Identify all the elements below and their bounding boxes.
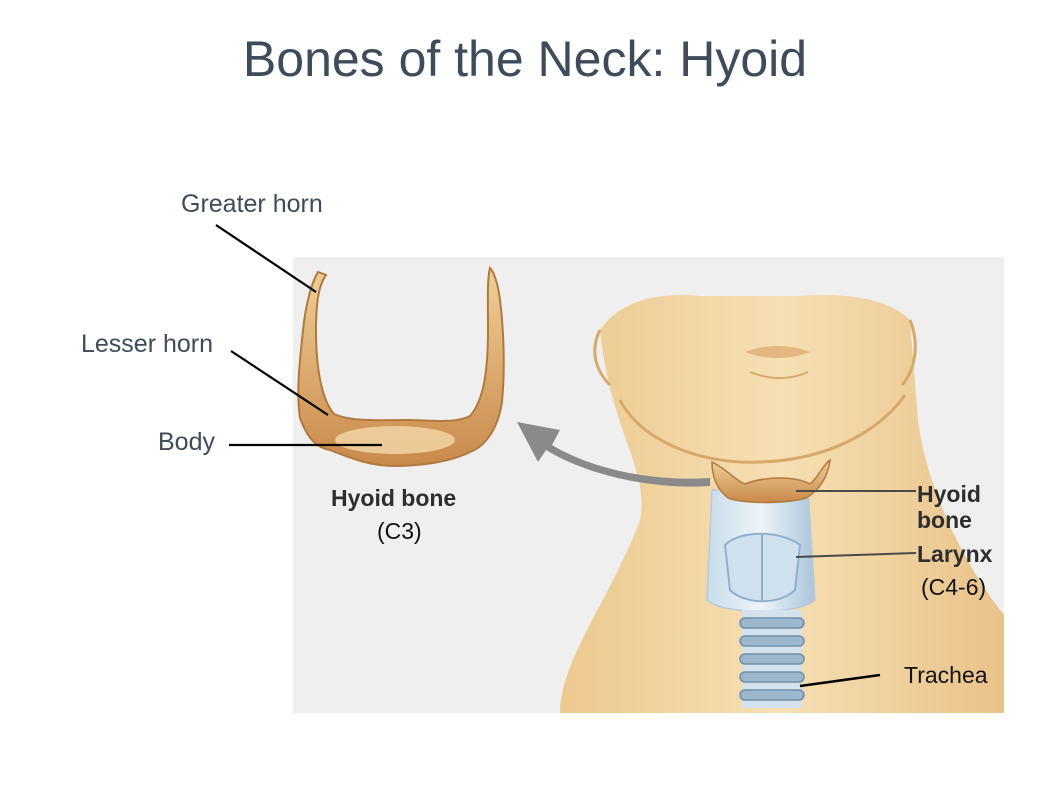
trachea-shape <box>739 610 805 708</box>
leader-larynx <box>795 552 917 558</box>
label-neck-hyoid-line1: Hyoid <box>917 481 981 507</box>
arrow-icon <box>517 422 710 487</box>
label-greater-horn: Greater horn <box>181 190 323 218</box>
leader-lesser-horn <box>230 350 329 416</box>
label-larynx-level: (C4-6) <box>921 574 987 600</box>
label-neck-hyoid-line2: bone <box>917 507 972 533</box>
label-larynx: Larynx <box>917 541 993 567</box>
leader-trachea <box>799 673 881 688</box>
label-body: Body <box>158 428 215 456</box>
leader-greater-horn <box>215 224 317 293</box>
label-trachea: Trachea <box>904 662 988 688</box>
label-lesser-horn: Lesser horn <box>81 330 214 358</box>
label-hyoid-level: (C3) <box>377 518 422 544</box>
larynx-shape <box>706 489 816 612</box>
label-hyoid-bone: Hyoid bone <box>331 485 457 511</box>
slide-title: Bones of the Neck: Hyoid <box>242 31 808 87</box>
